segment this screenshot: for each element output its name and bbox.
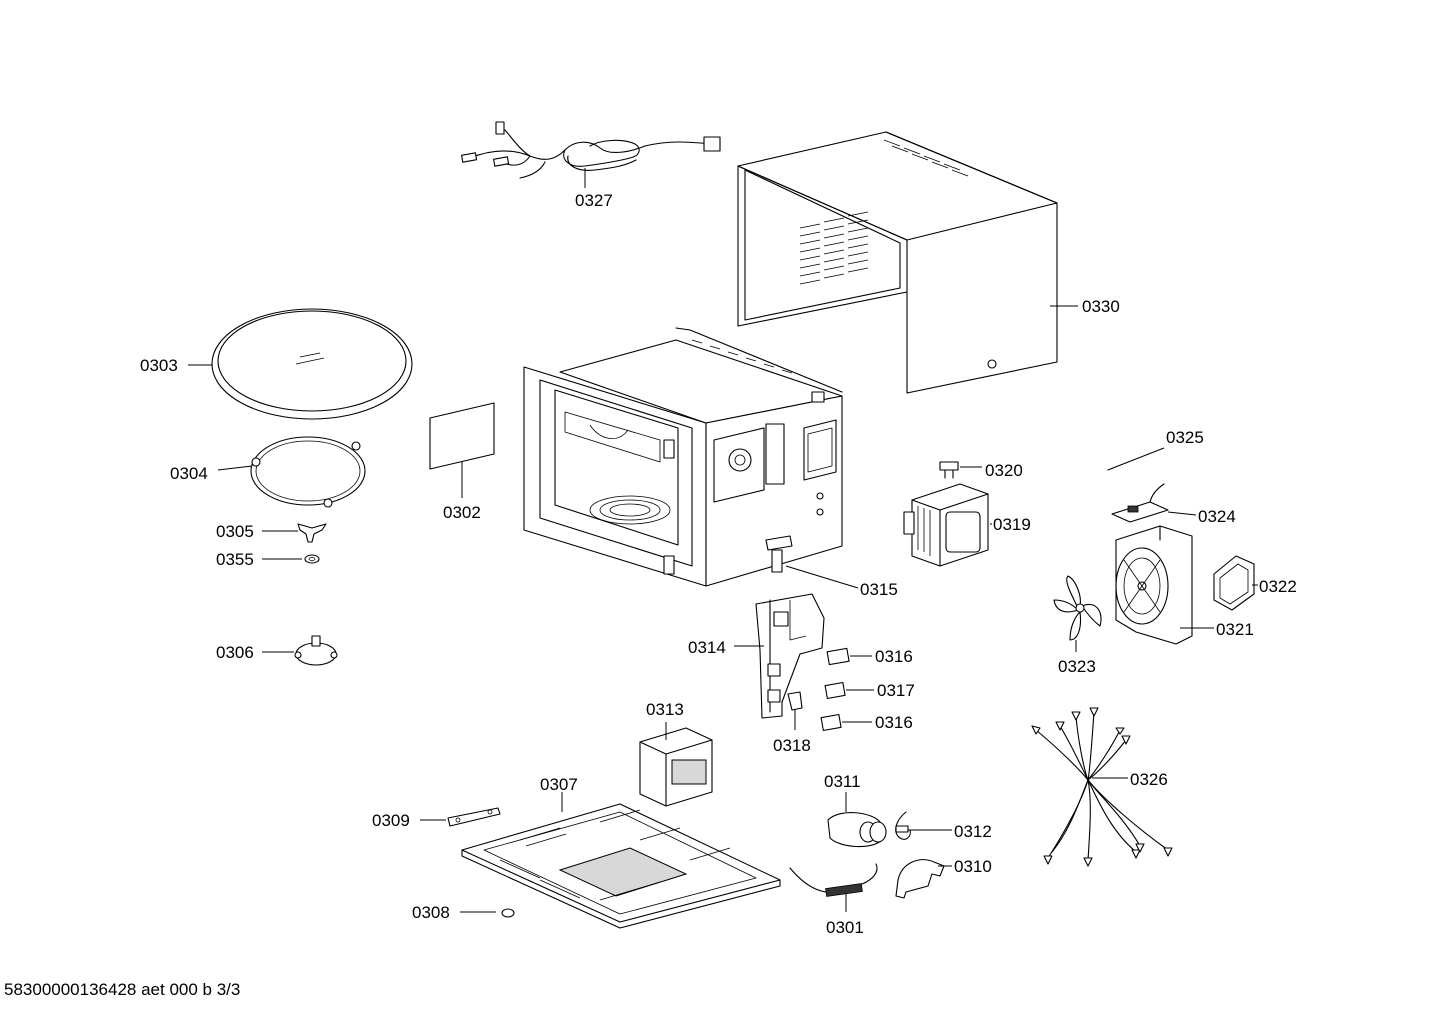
document-code: 58300000136428 aet 000 b 3/3 (4, 980, 241, 999)
label-0315: 0315 (860, 580, 898, 599)
label-0304: 0304 (170, 464, 208, 483)
part-0314-switch-bracket (734, 593, 825, 719)
label-0308: 0308 (412, 903, 450, 922)
part-0311-capacitor (827, 792, 887, 848)
part-0307-base-plate (461, 792, 781, 929)
label-0324: 0324 (1198, 507, 1236, 526)
label-0316-upper: 0316 (875, 647, 913, 666)
part-0330-outer-casing (737, 131, 1078, 394)
part-0312-diode (895, 811, 952, 840)
label-0310: 0310 (954, 857, 992, 876)
label-0302: 0302 (443, 503, 481, 522)
label-0322: 0322 (1259, 577, 1297, 596)
label-0314: 0314 (688, 638, 726, 657)
label-0327: 0327 (575, 191, 613, 210)
part-0310-capacitor-clamp (895, 859, 952, 899)
label-0305: 0305 (216, 522, 254, 541)
part-0317-micro-switch (824, 681, 874, 700)
part-0355-washer (262, 554, 320, 564)
label-0330: 0330 (1082, 297, 1120, 316)
part-oven-cavity (523, 327, 843, 587)
label-0313: 0313 (646, 700, 684, 719)
label-0309: 0309 (372, 811, 410, 830)
label-0319: 0319 (993, 515, 1031, 534)
part-0326-wire-bundle (1031, 707, 1173, 867)
label-0320: 0320 (985, 461, 1023, 480)
part-0319-magnetron (903, 483, 992, 567)
label-0321: 0321 (1216, 620, 1254, 639)
part-0320-thermal-fuse (939, 461, 982, 479)
part-0303-glass-plate (188, 308, 413, 420)
label-0312: 0312 (954, 822, 992, 841)
label-0325: 0325 (1166, 428, 1204, 447)
label-0323: 0323 (1058, 657, 1096, 676)
label-0301: 0301 (826, 918, 864, 937)
part-0318-switch-lever (787, 691, 803, 730)
part-0313-transformer (639, 722, 713, 807)
part-0306-turntable-motor (262, 635, 338, 666)
label-0303: 0303 (140, 356, 178, 375)
part-0323-fan-blade (1053, 575, 1102, 652)
part-0301-fuse-wire (789, 863, 878, 912)
part-0322-fan-motor (1213, 555, 1258, 611)
part-0321-fan-housing (1115, 525, 1214, 645)
part-0315-motor-shaft (765, 535, 859, 589)
part-0316-micro-switch-lower (820, 713, 872, 732)
part-0324-sensor-board (1111, 483, 1197, 523)
label-0326: 0326 (1130, 770, 1168, 789)
part-0327-wiring-harness (461, 121, 721, 188)
label-0318: 0318 (773, 736, 811, 755)
label-0317: 0317 (877, 681, 915, 700)
label-0306: 0306 (216, 643, 254, 662)
part-0308-foot (460, 908, 515, 918)
part-0302-mica-cover (429, 402, 495, 498)
label-0311: 0311 (824, 772, 861, 791)
label-0307: 0307 (540, 775, 578, 794)
part-0304-roller-ring (217, 436, 366, 508)
part-0309-bracket (420, 807, 501, 827)
part-0325-pin (1107, 447, 1165, 471)
label-0316-lower: 0316 (875, 713, 913, 732)
part-0305-coupler (262, 523, 327, 543)
part-0316-micro-switch-upper (826, 647, 872, 666)
label-0355: 0355 (216, 550, 254, 569)
